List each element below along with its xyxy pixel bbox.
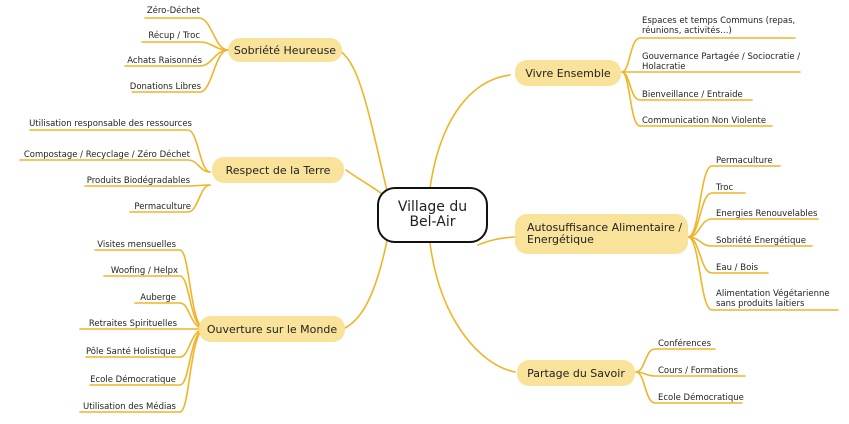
leaf-auto-0[interactable]: Permaculture: [716, 156, 773, 166]
connector-sobriete: [337, 49, 389, 196]
branch-sobriete-label: Sobriété Heureuse: [233, 43, 337, 57]
leaf-auto-1[interactable]: Troc: [716, 183, 734, 193]
leaf-ouverture-6[interactable]: Utilisation des Médias: [83, 402, 176, 412]
branch-autosuffisance[interactable]: Autosuffisance Alimentaire / Energétique: [515, 214, 688, 254]
leaf-auto-5[interactable]: Alimentation Végétarienne sans produits …: [716, 289, 830, 309]
leaf-ouverture-5[interactable]: Ecole Démocratique: [90, 375, 176, 385]
central-topic[interactable]: Village du Bel-Air: [377, 187, 488, 243]
leaf-ouverture-3[interactable]: Retraites Spirituelles: [88, 319, 177, 329]
leaf-partage-1[interactable]: Cours / Formations: [658, 366, 739, 376]
connector-ouverture: [344, 235, 389, 329]
central-topic-line2: Bel-Air: [409, 214, 456, 230]
leaf-vivre-3[interactable]: Communication Non Violente: [642, 116, 767, 126]
leaf-vivre-1[interactable]: Gouvernance Partagée / Sociocratie / Hol…: [642, 52, 801, 72]
leaf-sobriete-0[interactable]: Zéro-Déchet: [146, 6, 200, 16]
leaf-sobriete-3[interactable]: Donations Libres: [129, 82, 201, 92]
branch-respect-label: Respect de la Terre: [225, 163, 331, 177]
leaf-respect-3[interactable]: Permaculture: [134, 202, 191, 212]
central-topic-line1: Village du: [397, 199, 468, 215]
connector-auto: [477, 236, 516, 246]
leaf-respect-1[interactable]: Compostage / Recyclage / Zéro Déchet: [23, 150, 190, 160]
leaf-ouverture-2[interactable]: Auberge: [140, 293, 176, 303]
connector-vivre: [429, 74, 511, 189]
leaf-vivre-0[interactable]: Espaces et temps Communs (repas, réunion…: [642, 16, 796, 36]
branch-vivre-label: Vivre Ensemble: [525, 66, 611, 80]
branch-ouverture[interactable]: Ouverture sur le Monde: [199, 316, 345, 342]
connector-partage: [429, 242, 516, 373]
leaf-respect-0[interactable]: Utilisation responsable des ressources: [29, 119, 192, 129]
leaf-auto-2[interactable]: Energies Renouvelables: [716, 209, 818, 219]
leaf-ouverture-4[interactable]: Pôle Santé Holistique: [85, 347, 176, 357]
branch-sobriete[interactable]: Sobriété Heureuse: [228, 38, 342, 62]
leaf-auto-4[interactable]: Eau / Bois: [716, 263, 759, 273]
leaf-partage-2[interactable]: Ecole Démocratique: [658, 393, 744, 403]
leaf-partage-0[interactable]: Conférences: [658, 339, 712, 349]
branch-autosuffisance-line1: Autosuffisance Alimentaire /: [527, 221, 683, 234]
branch-respect[interactable]: Respect de la Terre: [212, 157, 344, 183]
leaf-sobriete-1[interactable]: Récup / Troc: [148, 31, 200, 41]
connector-respect: [345, 169, 383, 195]
branch-partage-label: Partage du Savoir: [527, 366, 625, 380]
branch-partage[interactable]: Partage du Savoir: [517, 360, 635, 386]
leaf-respect-2[interactable]: Produits Biodégradables: [86, 176, 190, 186]
branch-vivre[interactable]: Vivre Ensemble: [515, 60, 621, 86]
branch-ouverture-label: Ouverture sur le Monde: [206, 322, 338, 336]
leaf-ouverture-0[interactable]: Visites mensuelles: [97, 240, 176, 250]
leaf-vivre-2[interactable]: Bienveillance / Entraide: [642, 90, 743, 100]
leaf-ouverture-1[interactable]: Woofing / Helpx: [110, 266, 178, 276]
leaf-auto-3[interactable]: Sobriété Energétique: [716, 236, 807, 246]
leaf-sobriete-2[interactable]: Achats Raisonnés: [127, 56, 202, 66]
branch-autosuffisance-line2: Energétique: [527, 233, 594, 246]
